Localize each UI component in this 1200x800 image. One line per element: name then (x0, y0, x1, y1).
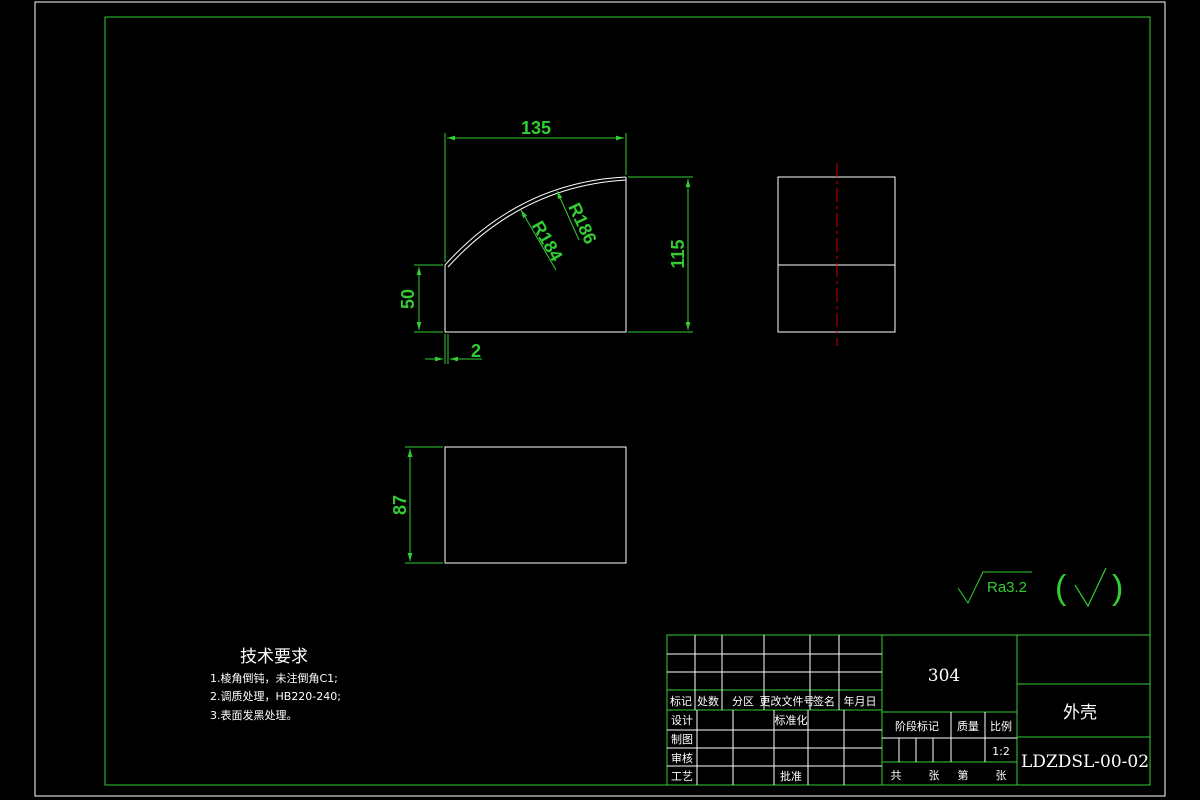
tech-req-item: 3.表面发黑处理。 (210, 708, 298, 722)
rev-header-mark: 标记 (670, 694, 692, 708)
dim-height-lower-view: 87 (390, 446, 443, 564)
check-mark-icon (1074, 567, 1107, 608)
bottom-view (444, 446, 627, 564)
rev-header-count: 处数 (697, 695, 719, 708)
technical-requirements: 技术要求 1.棱角倒钝，未注倒角C1; 2.调质处理，HB220-240; 3.… (210, 647, 341, 722)
dim-radius-inner: R184 (520, 209, 567, 271)
surface-finish-bracket-open: ( (1055, 569, 1067, 607)
stage-mark-label: 阶段标记 (895, 719, 939, 733)
dim-height-left: 50 (398, 264, 443, 333)
sheets-unit-2: 张 (996, 769, 1007, 782)
front-view (444, 176, 627, 333)
rev-header-zone: 分区 (732, 695, 754, 708)
outer-frame (34, 1, 1166, 797)
dim-height-left-label: 50 (398, 289, 418, 309)
role-design: 设计 (671, 714, 693, 727)
arc-inner (447, 179, 627, 268)
dim-offset-bottom: 2 (425, 334, 482, 364)
rev-header-date: 年月日 (844, 694, 877, 708)
tech-req-title: 技术要求 (240, 647, 308, 667)
dim-height-lower-view-label: 87 (390, 495, 410, 515)
ratio-label: 比例 (990, 719, 1012, 733)
role-review: 审核 (671, 751, 693, 765)
tech-req-item: 1.棱角倒钝，未注倒角C1; (210, 671, 338, 685)
arc-outer (444, 176, 627, 266)
dim-radius-inner-label: R184 (528, 217, 567, 264)
part-name: 外壳 (1063, 703, 1097, 723)
role-standardization: 标准化 (775, 713, 808, 727)
side-view (777, 163, 896, 346)
mass-label: 质量 (957, 720, 979, 733)
dim-height-right-label: 115 (668, 239, 688, 268)
sheets-unit-1: 张 (929, 769, 940, 782)
surface-finish-symbol: Ra3.2 ( ) (957, 567, 1123, 608)
front-view-outline (444, 177, 627, 333)
dim-radius-outer: R186 (556, 190, 601, 247)
drawing-number: LDZDSL-00-02 (1021, 752, 1149, 772)
tech-req-item: 2.调质处理，HB220-240; (210, 690, 341, 703)
title-block: 标记 处数 分区 更改文件号 签名 年月日 设计 标准化 制图 审核 工艺 批准… (666, 634, 1151, 786)
inner-frame (104, 16, 1151, 786)
sheets-total: 共 (891, 769, 902, 782)
role-process: 工艺 (671, 770, 693, 783)
rev-header-signature: 签名 (813, 694, 835, 708)
rev-header-change-doc: 更改文件号 (760, 694, 815, 708)
dim-radius-outer-label: R186 (564, 200, 600, 247)
surface-finish-bracket-close: ) (1112, 569, 1123, 607)
dim-offset-bottom-label: 2 (471, 341, 481, 361)
sheets-no: 第 (958, 768, 969, 782)
role-drafting: 制图 (671, 733, 693, 746)
dim-width-top-label: 135 (521, 118, 551, 138)
surface-finish-label: Ra3.2 (987, 579, 1027, 596)
dim-height-right: 115 (628, 176, 693, 333)
scale-value: 1:2 (992, 745, 1010, 758)
bottom-view-outline (444, 446, 627, 564)
dim-width-top: 135 (444, 118, 627, 262)
material-value: 304 (928, 666, 960, 686)
role-approval: 批准 (780, 769, 802, 783)
